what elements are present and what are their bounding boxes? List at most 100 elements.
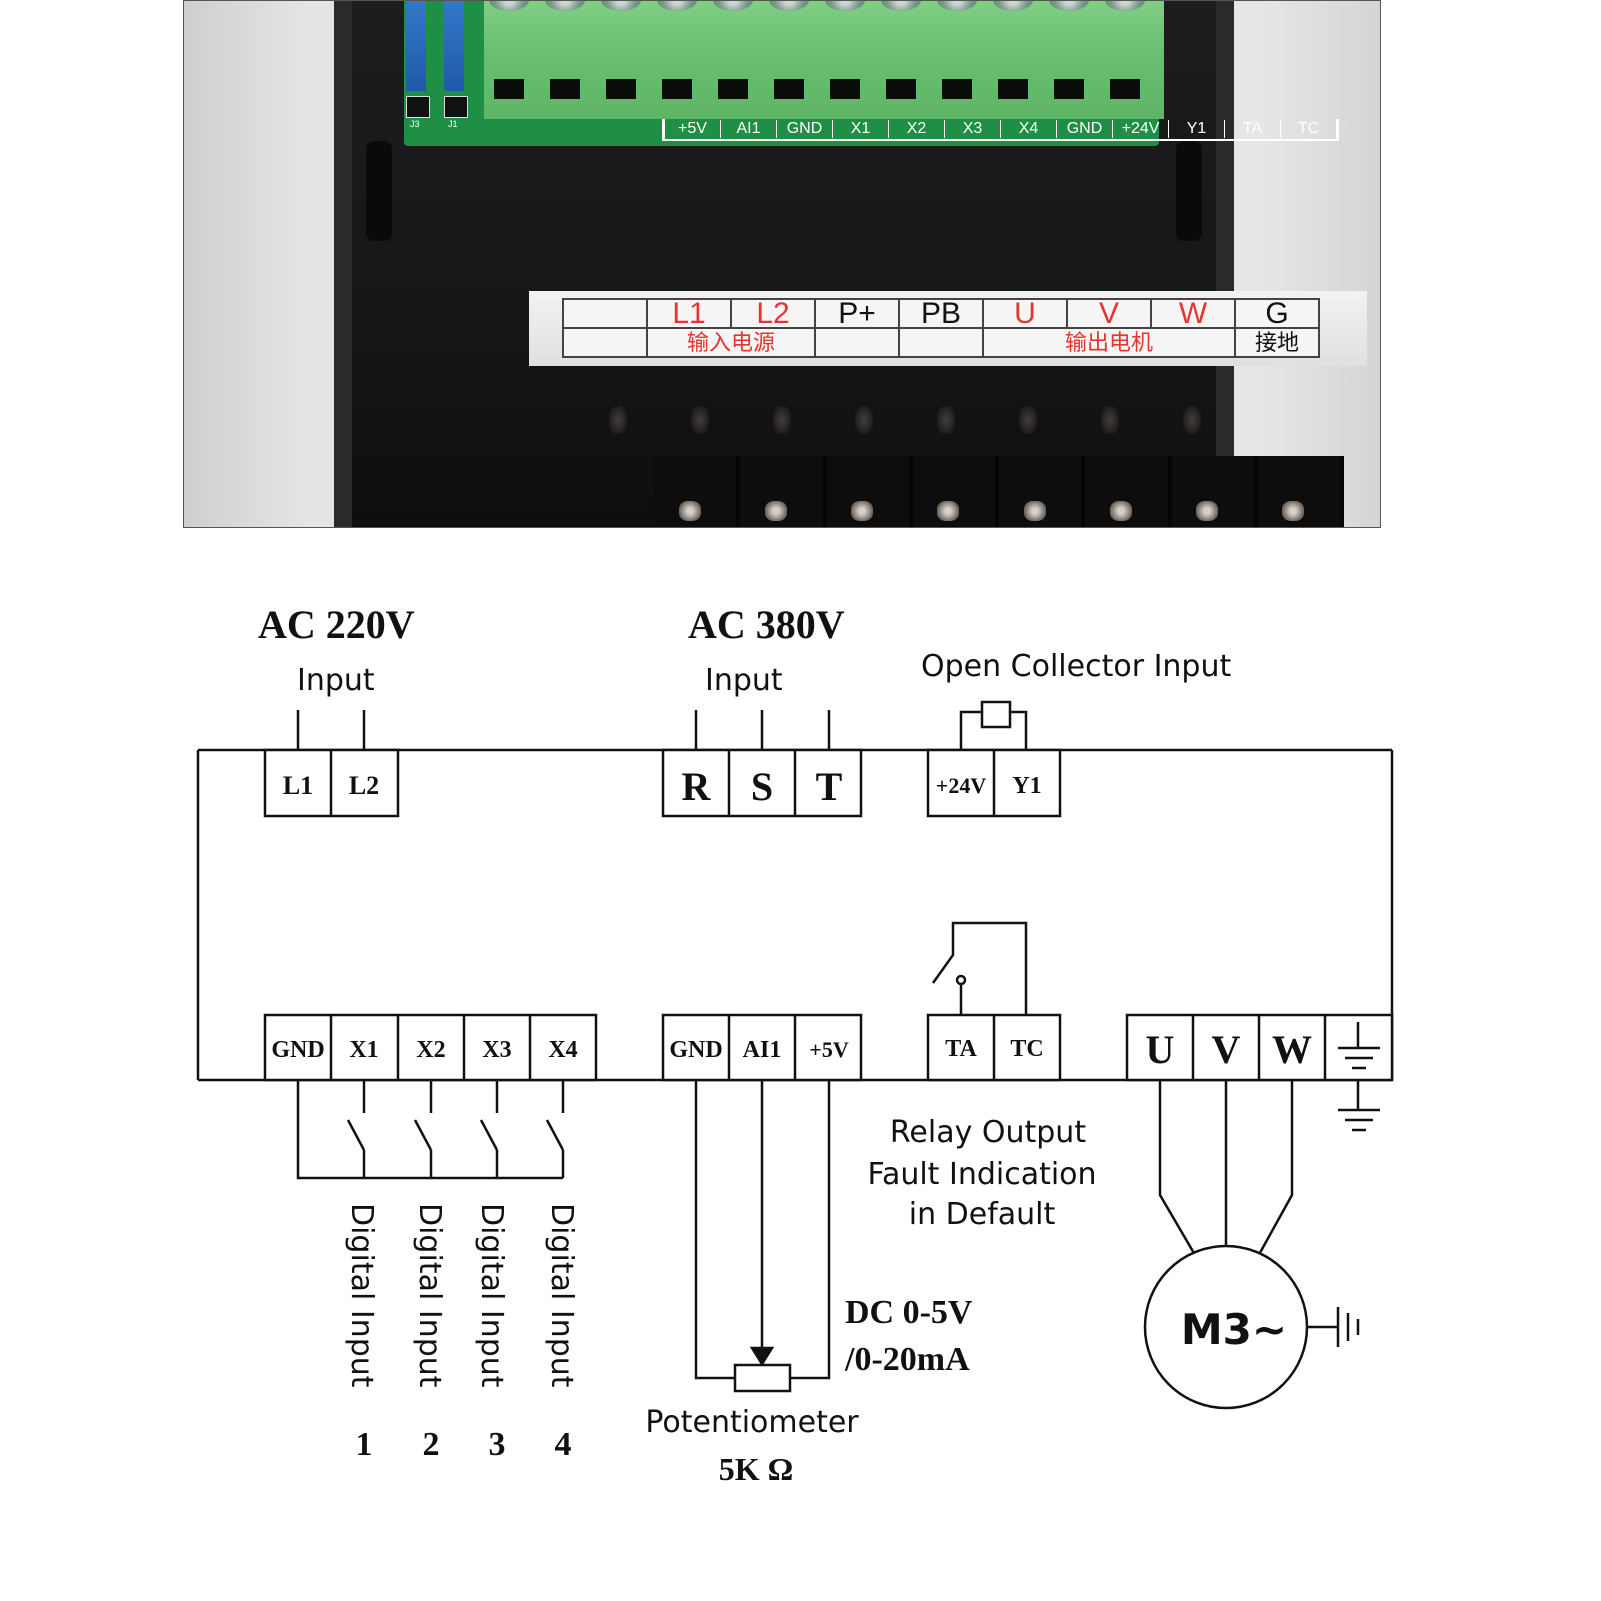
terminal-slot — [1054, 79, 1084, 99]
power-terminal-screw — [678, 501, 701, 521]
housing-clip-right — [1176, 141, 1202, 241]
pcb-label: Y1 — [1169, 120, 1225, 138]
power-terminal — [912, 456, 999, 527]
terminal-5v: +5V — [809, 1037, 849, 1062]
terminal-y1: Y1 — [1012, 773, 1041, 799]
potentiometer-body — [733, 1363, 792, 1393]
strip-top-cell — [562, 298, 648, 329]
digital-input-label-2: Digital Input — [412, 1203, 447, 1388]
pcb-label: TA — [1225, 120, 1281, 138]
switch-x3 — [479, 1080, 499, 1178]
digital-input-label-4: Digital Input — [544, 1203, 579, 1388]
terminal-bolt — [1019, 406, 1037, 434]
terminal-bolt — [937, 406, 955, 434]
power-terminal-screw — [1023, 501, 1046, 521]
strip-top-cell: L1 — [646, 298, 732, 329]
strip-top-cell: PB — [898, 298, 984, 329]
switch-x2 — [413, 1080, 433, 1178]
digital-input-number-2: 2 — [423, 1426, 440, 1463]
terminal-screw-head — [769, 1, 809, 11]
terminal-s: S — [751, 764, 773, 809]
strip-top-cell: L2 — [730, 298, 816, 329]
power-terminal-screw — [764, 501, 787, 521]
relay-contact — [955, 974, 967, 986]
jumper-j1 — [444, 1, 464, 91]
terminal-l2: L2 — [349, 771, 379, 800]
terminal-slot — [606, 79, 636, 99]
digital-common-wire — [296, 1080, 563, 1180]
power-terminal — [999, 456, 1086, 527]
relay-caption-line1: Relay Output — [890, 1115, 1086, 1150]
relay-caption-line2: Fault Indication — [867, 1157, 1096, 1192]
relay-caption-line3: in Default — [909, 1197, 1056, 1232]
switch-x4 — [545, 1080, 565, 1178]
motor-wire-u — [1158, 1080, 1200, 1261]
strip-output-motor: 输出电机 — [982, 327, 1236, 358]
terminal-24v: +24V — [936, 773, 987, 798]
terminal-screw-head — [713, 1, 753, 11]
terminal-screw-head — [993, 1, 1033, 11]
terminal-x2: X2 — [416, 1037, 445, 1063]
terminal-slot — [494, 79, 524, 99]
terminal-ta: TA — [945, 1036, 977, 1062]
pot-wiper-arrow — [749, 1346, 775, 1367]
terminal-screw-head — [881, 1, 921, 11]
terminal-bolt — [691, 406, 709, 434]
terminal-slot — [998, 79, 1028, 99]
strip-top-cell: G — [1234, 298, 1320, 329]
ground-icon-terminal — [1338, 1022, 1380, 1070]
open-collector-element — [980, 700, 1012, 729]
strip-top-cell: W — [1150, 298, 1236, 329]
strip-cell-pplus — [814, 327, 900, 358]
terminal-w: W — [1272, 1027, 1312, 1072]
terminal-ai1: AI1 — [743, 1037, 782, 1063]
pot-gnd-wire — [694, 1080, 735, 1380]
terminal-bolt — [855, 406, 873, 434]
pcb-label: X3 — [945, 120, 1001, 138]
power-terminal — [1085, 456, 1172, 527]
terminal-screw-head — [545, 1, 585, 11]
terminal-bolt — [773, 406, 791, 434]
jumper-j3 — [406, 1, 426, 91]
terminal-slot — [830, 79, 860, 99]
terminal-x1: X1 — [349, 1037, 378, 1063]
pcb-label: X4 — [1001, 120, 1057, 138]
terminal-box-analog — [661, 1013, 863, 1082]
power-terminal — [654, 456, 741, 527]
power-terminal-screw — [1282, 501, 1305, 521]
housing-clip-left — [366, 141, 392, 241]
strip-cell-blank — [562, 327, 648, 358]
terminal-gnd-digital: GND — [271, 1037, 324, 1063]
ac380-subtitle: Input — [705, 663, 783, 698]
terminal-box-digital — [263, 1013, 598, 1082]
terminal-screw-head — [825, 1, 865, 11]
terminal-bolt — [1183, 406, 1201, 434]
terminal-box-rst — [661, 748, 863, 818]
jumper-base-j3 — [406, 96, 430, 118]
power-terminal-screw — [1109, 501, 1132, 521]
digital-input-number-4: 4 — [555, 1426, 572, 1463]
power-terminal — [740, 456, 827, 527]
terminal-slot — [550, 79, 580, 99]
terminal-screw-head — [937, 1, 977, 11]
ac220-title: AC 220V — [258, 602, 415, 647]
terminal-r: R — [682, 764, 712, 809]
relay-tc-wire — [931, 921, 1028, 1015]
ground-icon-motor — [1307, 1307, 1360, 1347]
strip-input-power: 输入电源 — [646, 327, 816, 358]
terminal-slot — [662, 79, 692, 99]
digital-input-number-1: 1 — [356, 1426, 373, 1463]
open-collector-title: Open Collector Input — [921, 649, 1231, 684]
terminal-l1: L1 — [283, 771, 313, 800]
digital-input-number-3: 3 — [489, 1426, 506, 1463]
power-terminal — [1171, 456, 1258, 527]
power-terminal — [1257, 456, 1344, 527]
pcb-label: X2 — [889, 120, 945, 138]
pcb-label: +24V — [1113, 120, 1169, 138]
terminal-u: U — [1146, 1027, 1175, 1072]
wiring-diagram-svg: AC 220V Input L1 L2 AC 380V Input R S T … — [196, 602, 1394, 1487]
terminal-slot — [774, 79, 804, 99]
motor-label: M3~ — [1181, 1305, 1287, 1354]
